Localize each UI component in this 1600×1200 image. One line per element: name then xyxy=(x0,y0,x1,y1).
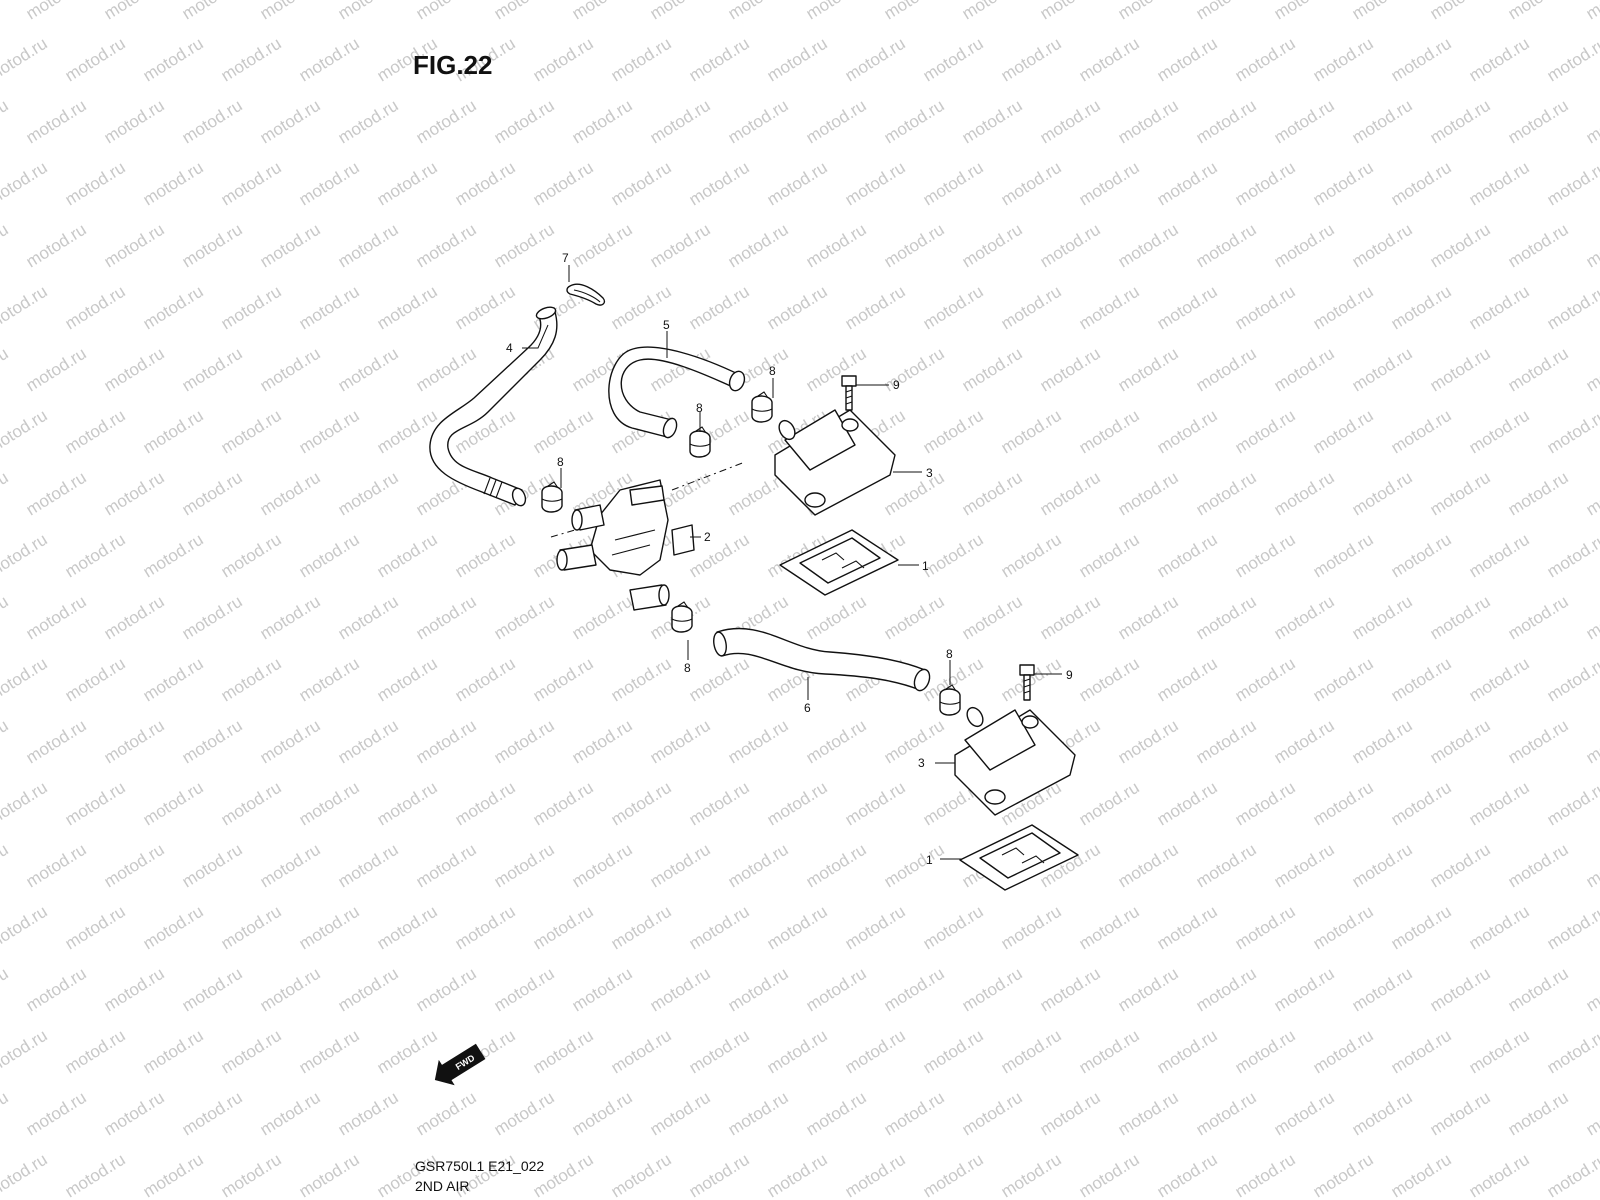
hose-clip-7 xyxy=(566,283,606,306)
callout-8-right: 8 xyxy=(946,647,953,661)
bolt-9-bottom xyxy=(1019,664,1035,701)
hose-4 xyxy=(429,306,558,507)
callout-5: 5 xyxy=(663,318,670,332)
callout-1-bottom: 1 xyxy=(926,853,933,867)
bolt-9-top xyxy=(841,375,857,411)
clamp-8-left xyxy=(541,481,563,513)
footer-model-code: GSR750L1 E21_022 xyxy=(415,1158,545,1174)
callout-9-top: 9 xyxy=(893,378,900,392)
callout-8-top: 8 xyxy=(769,364,776,378)
reed-valve-1-bottom xyxy=(959,824,1079,891)
clamp-8-mid xyxy=(689,426,711,458)
callout-8-bottom: 8 xyxy=(684,661,691,675)
cover-3-top xyxy=(774,409,896,516)
clamp-8-bottom xyxy=(671,601,693,633)
callout-4: 4 xyxy=(506,341,513,355)
cover-3-bottom xyxy=(954,706,1076,816)
reed-valve-1-top xyxy=(779,529,899,596)
fwd-arrow-icon: FWD xyxy=(434,1043,486,1086)
callout-8-left: 8 xyxy=(557,455,564,469)
clamp-8-right xyxy=(939,684,961,716)
clamp-8-top xyxy=(751,391,773,423)
figure-title: FIG.22 xyxy=(413,50,493,80)
callout-6: 6 xyxy=(804,701,811,715)
callout-3-top: 3 xyxy=(926,466,933,480)
callout-2: 2 xyxy=(704,530,711,544)
callout-7: 7 xyxy=(562,251,569,265)
hose-5 xyxy=(608,346,746,439)
callout-9-bottom: 9 xyxy=(1066,668,1073,682)
valve-2 xyxy=(556,479,695,611)
callout-3-bottom: 3 xyxy=(918,756,925,770)
footer-section-name: 2ND AIR xyxy=(415,1178,470,1194)
callout-1-top: 1 xyxy=(922,559,929,573)
hose-6 xyxy=(713,627,931,692)
callout-8-mid: 8 xyxy=(696,401,703,415)
